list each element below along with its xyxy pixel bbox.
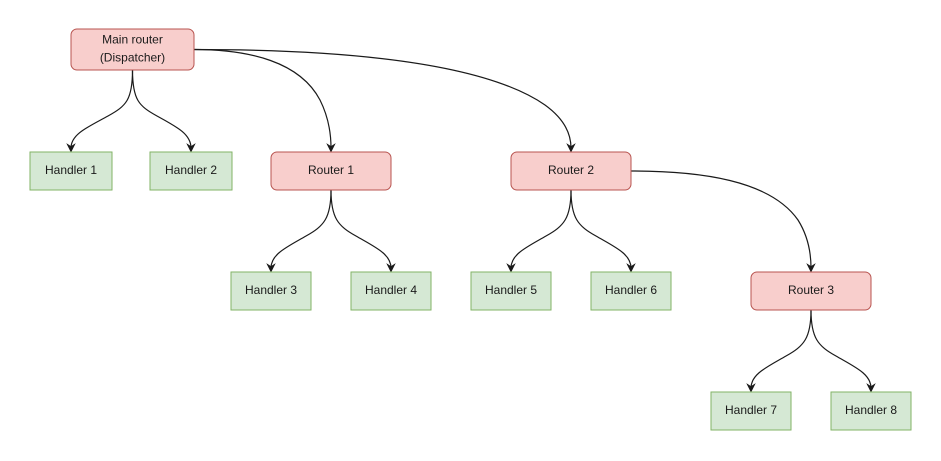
node-handler-8[interactable]: Handler 8: [830, 391, 912, 431]
node-handler-1-shape[interactable]: [29, 151, 113, 191]
node-router-2-shape[interactable]: [510, 151, 632, 191]
node-handler-4-shape[interactable]: [350, 271, 432, 311]
edge-r2-r3-arrowhead-icon: [806, 263, 816, 273]
node-router-3-shape[interactable]: [750, 271, 872, 311]
node-handler-5[interactable]: Handler 5: [470, 271, 552, 311]
edge-r2-h5: [506, 189, 572, 273]
edge-r3-h8-line: [810, 309, 872, 389]
node-handler-4-label: Handler 4: [365, 283, 417, 297]
node-handler-6-shape[interactable]: [590, 271, 672, 311]
edge-main-h2-arrowhead-icon: [186, 143, 196, 153]
edge-r3-h8: [810, 309, 876, 393]
edge-r2-h5-line: [510, 189, 572, 269]
edge-r3-h7: [746, 309, 812, 393]
edge-main-r1-arrowhead-icon: [326, 143, 336, 153]
node-handler-7[interactable]: Handler 7: [710, 391, 792, 431]
node-handler-2-label: Handler 2: [165, 163, 217, 177]
edge-r1-h4-arrowhead-icon: [386, 263, 396, 273]
edge-main-r1-line: [193, 48, 332, 149]
node-handler-3-label: Handler 3: [245, 283, 297, 297]
edge-r1-h3-arrowhead-icon: [266, 263, 276, 273]
node-handler-8-shape[interactable]: [830, 391, 912, 431]
node-handler-2[interactable]: Handler 2: [149, 151, 233, 191]
edge-main-r2-arrowhead-icon: [566, 143, 576, 153]
edge-main-r2-line: [193, 48, 572, 149]
node-handler-4[interactable]: Handler 4: [350, 271, 432, 311]
node-main-router[interactable]: Main router (Dispatcher): [70, 28, 195, 71]
node-handler-1-label: Handler 1: [45, 163, 97, 177]
edge-r1-h3: [266, 189, 332, 273]
node-router-3[interactable]: Router 3: [750, 271, 872, 311]
edge-main-h1-line: [70, 69, 134, 149]
node-handler-6-label: Handler 6: [605, 283, 657, 297]
edge-r3-h7-arrowhead-icon: [746, 383, 756, 393]
edge-main-h1-arrowhead-icon: [66, 143, 76, 153]
edge-r2-h6-arrowhead-icon: [626, 263, 636, 273]
edge-r2-r3: [630, 170, 816, 273]
node-handler-7-shape[interactable]: [710, 391, 792, 431]
node-handler-7-label: Handler 7: [725, 403, 777, 417]
node-handler-3[interactable]: Handler 3: [230, 271, 312, 311]
node-handler-5-label: Handler 5: [485, 283, 537, 297]
edge-main-r2: [193, 48, 576, 153]
edge-r2-h6: [570, 189, 636, 273]
edge-r3-h8-arrowhead-icon: [866, 383, 876, 393]
node-handler-3-shape[interactable]: [230, 271, 312, 311]
node-main-router-label-line2: (Dispatcher): [100, 51, 165, 65]
nodes-layer: Main router (Dispatcher) Handler 1 Handler …: [29, 28, 912, 431]
edge-r2-r3-line: [630, 170, 812, 269]
node-handler-8-label: Handler 8: [845, 403, 897, 417]
node-handler-5-shape[interactable]: [470, 271, 552, 311]
edge-r1-h4-line: [330, 189, 392, 269]
node-main-router-label-line1: Main router: [102, 33, 163, 47]
edge-main-h1: [66, 69, 134, 153]
edge-r2-h5-arrowhead-icon: [506, 263, 516, 273]
node-handler-6[interactable]: Handler 6: [590, 271, 672, 311]
edge-main-r1: [193, 48, 336, 153]
node-handler-2-shape[interactable]: [149, 151, 233, 191]
node-router-2[interactable]: Router 2: [510, 151, 632, 191]
edge-main-h2-line: [131, 69, 192, 149]
node-main-router-shape[interactable]: [70, 28, 195, 71]
edge-main-h2: [131, 69, 196, 153]
edge-r3-h7-line: [750, 309, 812, 389]
edge-r1-h3-line: [270, 189, 332, 269]
node-router-3-label: Router 3: [788, 283, 834, 297]
node-router-1-label: Router 1: [308, 163, 354, 177]
node-router-1-shape[interactable]: [270, 151, 392, 191]
node-handler-1[interactable]: Handler 1: [29, 151, 113, 191]
edge-r1-h4: [330, 189, 396, 273]
edge-r2-h6-line: [570, 189, 632, 269]
node-router-2-label: Router 2: [548, 163, 594, 177]
node-router-1[interactable]: Router 1: [270, 151, 392, 191]
edges-layer: [66, 48, 876, 393]
